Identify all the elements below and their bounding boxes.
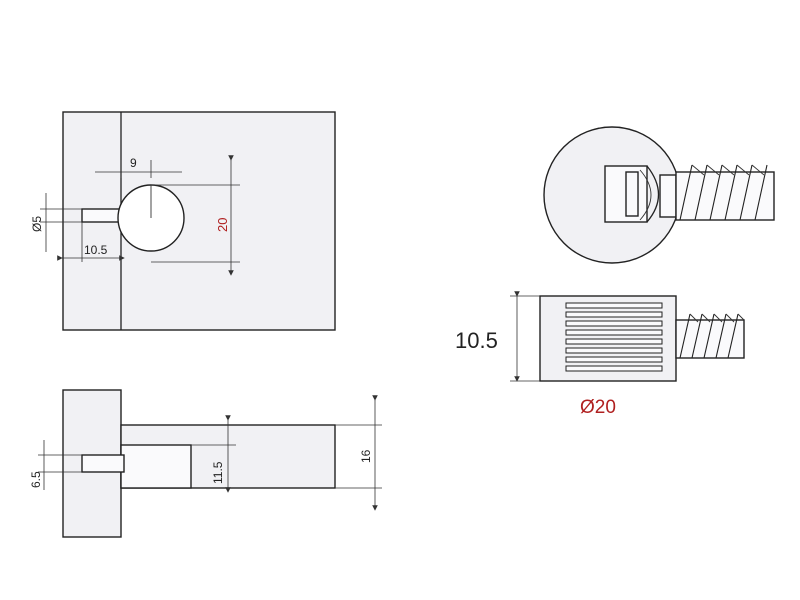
dim-label-16: 16	[359, 449, 373, 463]
cam-screw-view	[543, 126, 775, 264]
dim-label-9: 9	[130, 156, 137, 170]
screw-thread-lines	[679, 164, 768, 221]
front-view: 6.5 11.5 16	[29, 389, 382, 538]
dim-label-10-5: 10.5	[84, 243, 108, 257]
dim-label-6-5: 6.5	[29, 471, 43, 488]
cam-shank	[659, 174, 677, 218]
front-view-recess	[120, 444, 192, 489]
cam-neck	[646, 165, 660, 223]
side-view: 10.5 Ø20	[455, 291, 745, 418]
dim-label-20: 20	[215, 218, 230, 232]
screw-thread-body	[675, 171, 775, 221]
side-view-thread-lines	[679, 313, 739, 359]
dim-label-side-diameter: Ø20	[580, 397, 616, 418]
dim-label-pin-diameter: Ø5	[30, 216, 44, 232]
side-view-slots	[565, 302, 663, 372]
side-view-screw	[675, 319, 745, 359]
front-view-pin	[81, 454, 125, 473]
top-view: 9 20 Ø5 10.5	[30, 111, 336, 331]
dim-label-side-10-5: 10.5	[455, 328, 498, 353]
dim-label-11-5: 11.5	[211, 461, 225, 484]
